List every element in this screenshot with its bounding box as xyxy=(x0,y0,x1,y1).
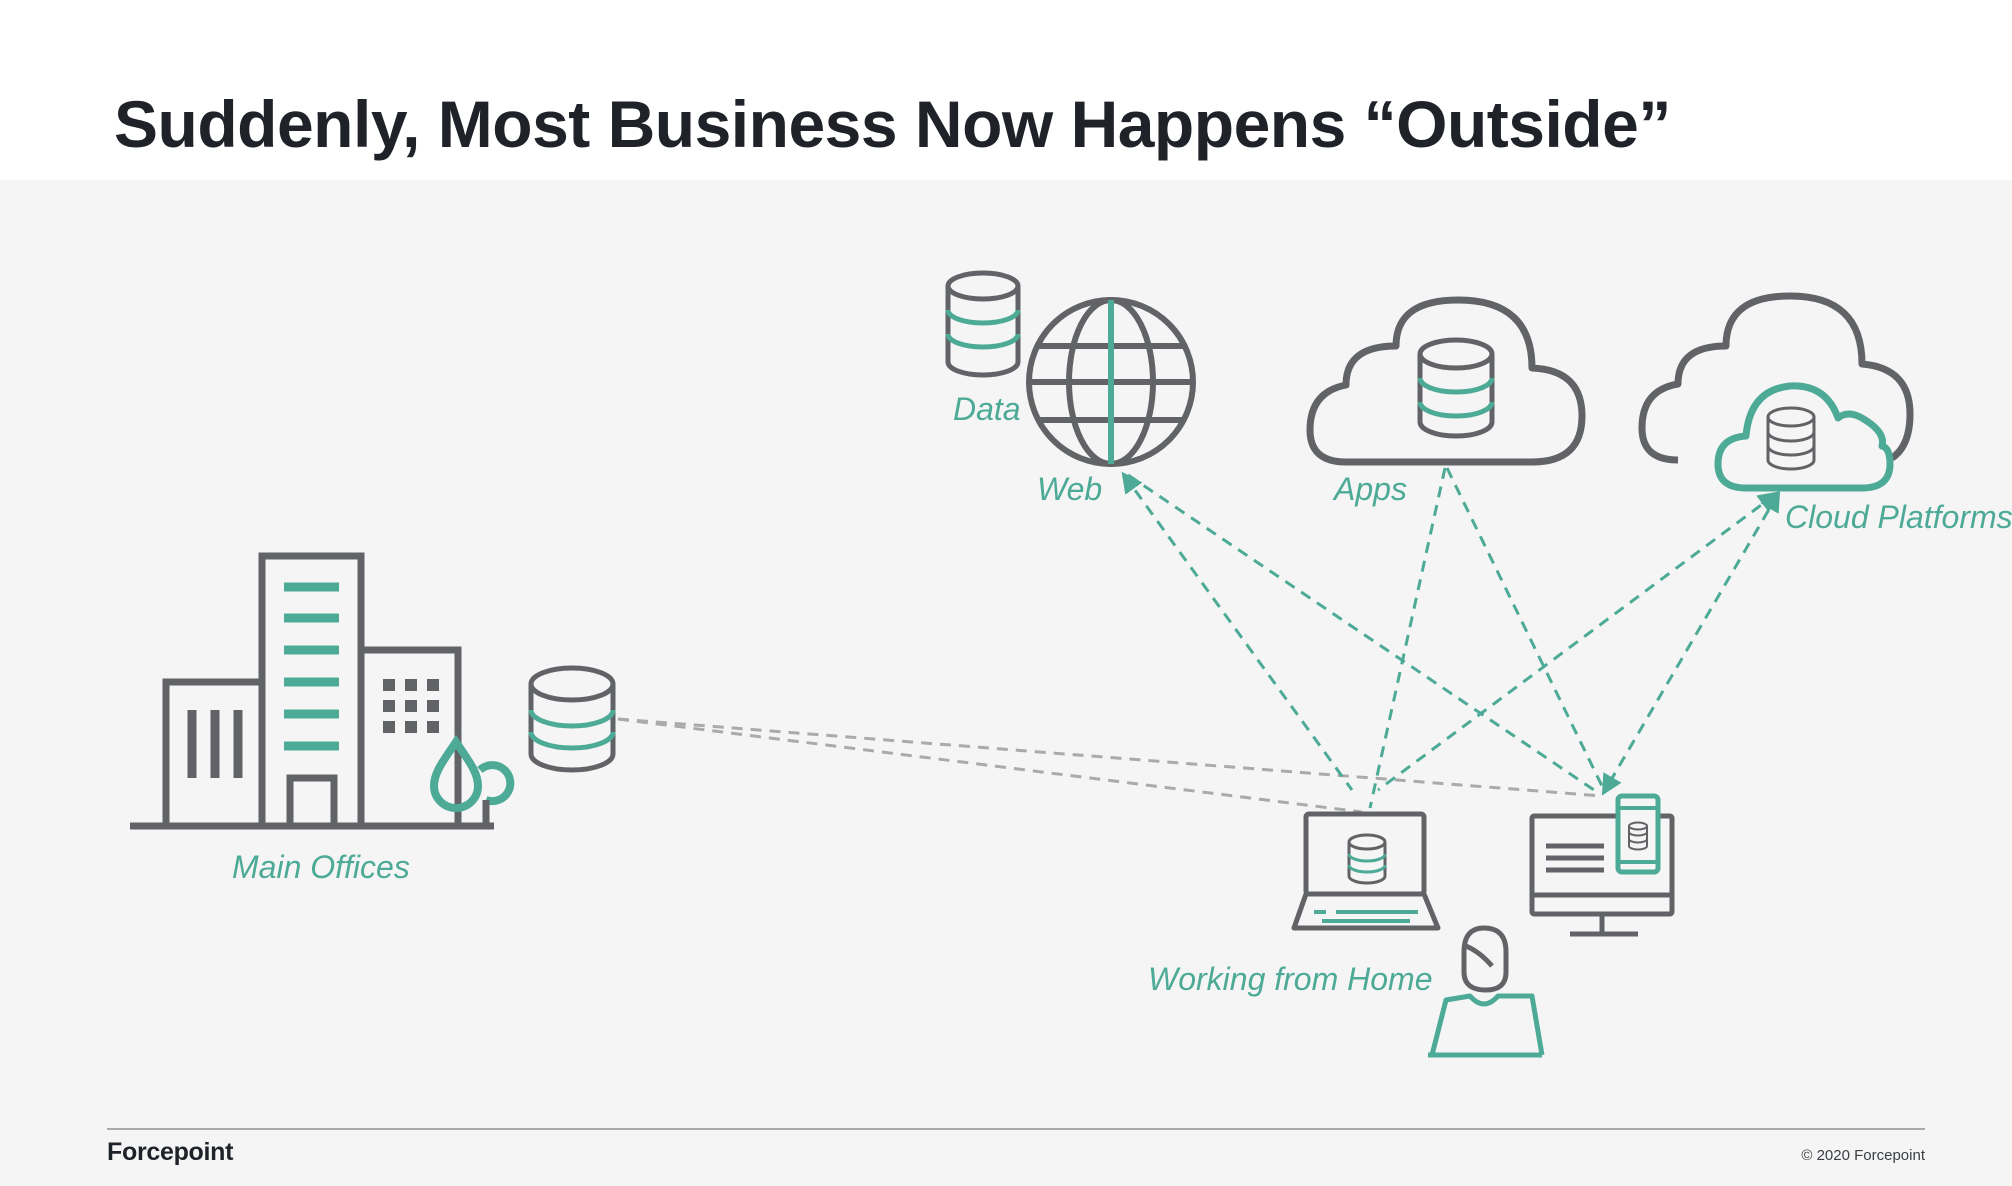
mobile-phone-icon xyxy=(1615,793,1661,875)
label-cloud-platforms: Cloud Platforms xyxy=(1785,499,2012,535)
brand-logo: Forcepoint xyxy=(107,1138,234,1166)
footer-divider xyxy=(107,1128,1925,1130)
office-grid-windows xyxy=(383,679,439,733)
desktop-monitor-icon xyxy=(1529,813,1675,937)
office-floors xyxy=(284,582,339,751)
connector-cloud-desktop xyxy=(1601,490,1781,796)
database-icon xyxy=(1766,406,1816,471)
connector-office-laptop xyxy=(617,717,1363,814)
connectors xyxy=(617,467,1781,814)
person-icon xyxy=(1428,925,1545,1058)
database-icon xyxy=(1347,833,1387,885)
cloud-icon xyxy=(1306,296,1586,466)
database-icon xyxy=(945,270,1021,378)
label-main-offices: Main Offices xyxy=(232,849,410,885)
connector-apps-desktop xyxy=(1445,467,1605,789)
laptop-icon xyxy=(1291,811,1441,931)
copyright-notice: © 2020 Forcepoint xyxy=(1801,1147,1925,1164)
connector-web-desktop xyxy=(1127,473,1595,792)
database-icon xyxy=(1417,337,1495,439)
label-data: Data xyxy=(953,391,1021,427)
tree-icon xyxy=(429,734,515,812)
office-windows xyxy=(187,710,243,778)
label-web: Web xyxy=(1037,471,1102,507)
globe-icon xyxy=(1026,297,1196,467)
connector-apps-laptop xyxy=(1368,467,1447,809)
connector-office-desktop xyxy=(617,717,1603,798)
connector-cloud-laptop xyxy=(1377,491,1780,792)
office-building-icon xyxy=(130,552,494,830)
cloud-icon xyxy=(1638,292,1914,492)
connector-web-laptop xyxy=(1121,471,1354,791)
label-apps: Apps xyxy=(1332,471,1407,507)
database-icon xyxy=(528,665,616,773)
page-title: Suddenly, Most Business Now Happens “Out… xyxy=(114,87,1671,161)
header-band xyxy=(0,0,2012,180)
label-working-from-home: Working from Home xyxy=(1148,961,1433,997)
